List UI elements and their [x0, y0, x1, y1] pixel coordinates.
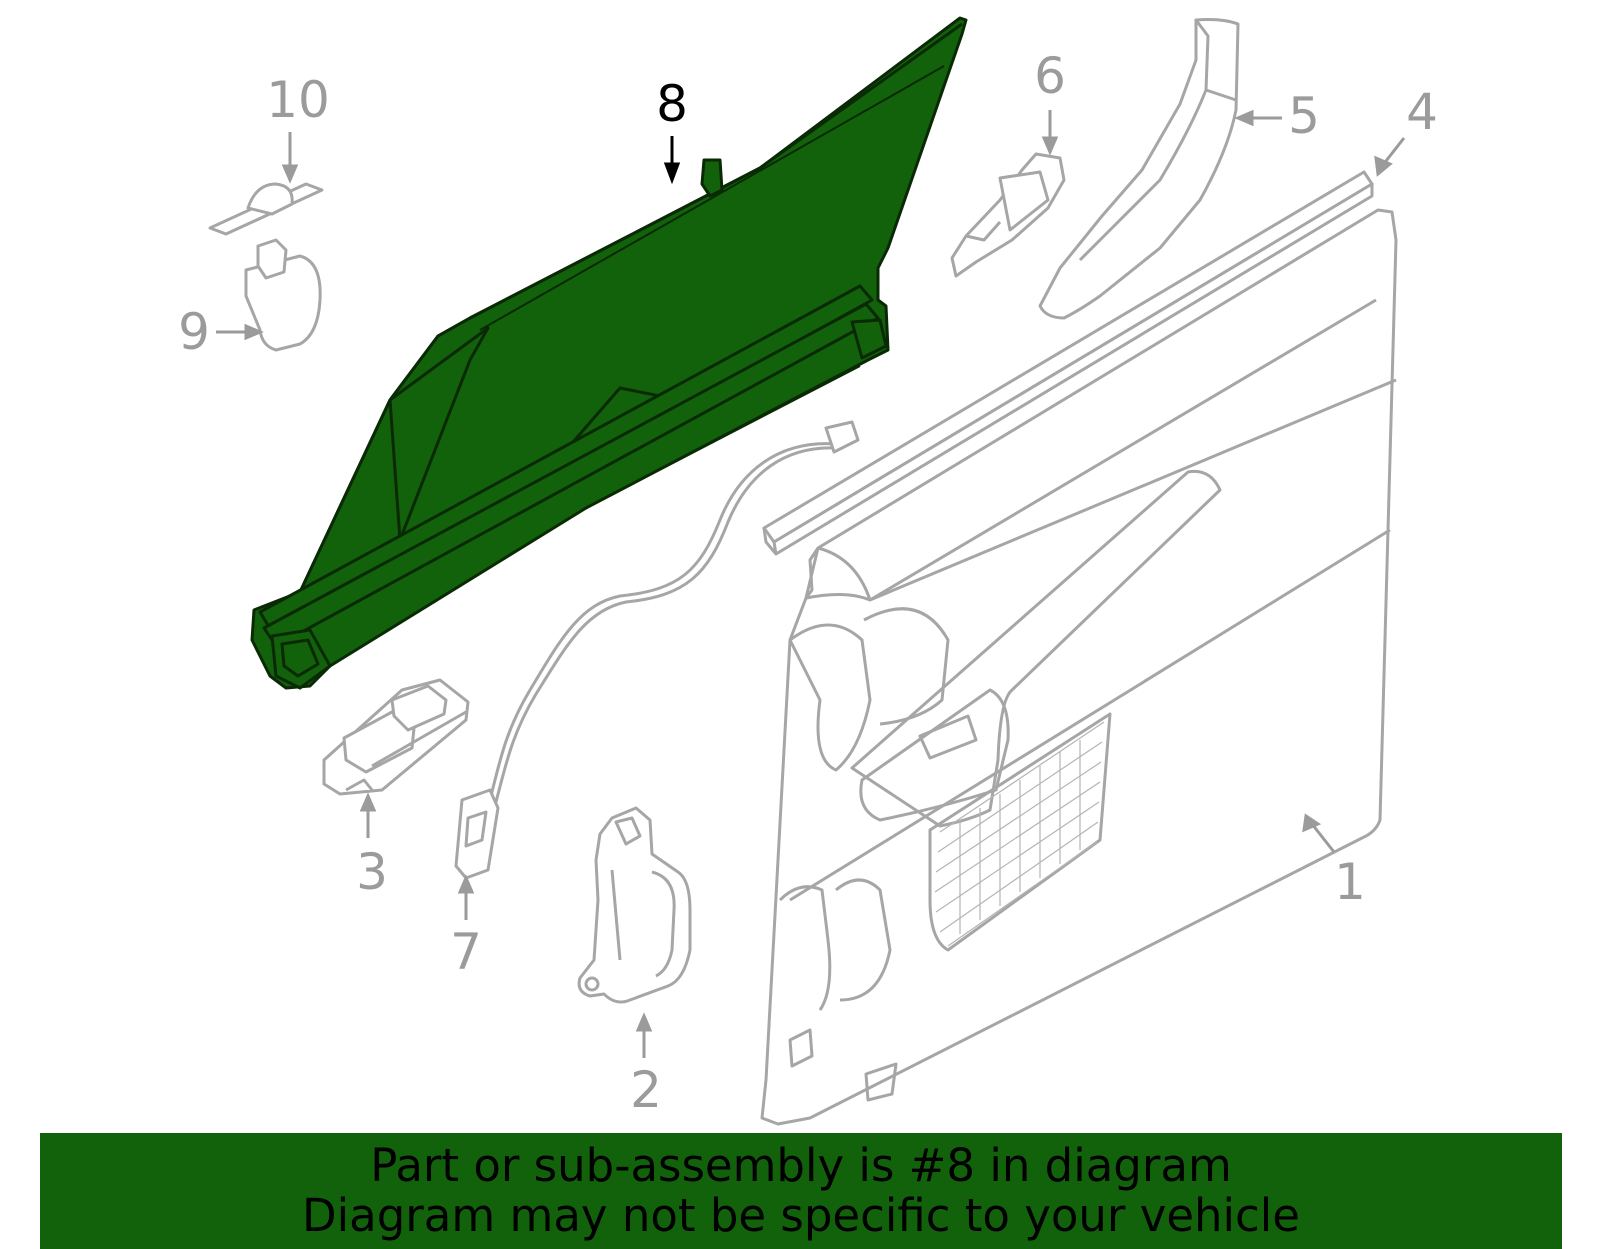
part-4-window-strip[interactable] [762, 170, 1374, 556]
callout-1[interactable]: 1 [1334, 853, 1366, 911]
callout-4[interactable]: 4 [1406, 83, 1438, 141]
callout-2[interactable]: 2 [630, 1061, 662, 1119]
part-2-inside-handle[interactable] [577, 806, 692, 1004]
info-banner: Part or sub-assembly is #8 in diagram Di… [40, 1133, 1562, 1249]
part-1-door-trim-panel[interactable] [760, 208, 1398, 1126]
part-10-cover-plate[interactable] [208, 182, 324, 236]
part-3-window-switch[interactable] [322, 678, 470, 796]
callout-9[interactable]: 9 [178, 303, 210, 361]
banner-line-1: Part or sub-assembly is #8 in diagram [370, 1139, 1232, 1192]
banner-line-2: Diagram may not be specific to your vehi… [302, 1189, 1300, 1242]
callout-10[interactable]: 10 [266, 71, 330, 129]
part-7-harness[interactable] [454, 420, 860, 880]
callout-leaders [216, 109, 1406, 1058]
callout-leader-8 [663, 136, 681, 185]
part-9-knob[interactable] [244, 238, 322, 352]
part-8-sunshade-assembly[interactable] [250, 16, 968, 690]
callout-6[interactable]: 6 [1034, 47, 1066, 105]
callout-7[interactable]: 7 [450, 923, 482, 981]
callout-3[interactable]: 3 [356, 843, 388, 901]
callout-8[interactable]: 8 [656, 75, 688, 133]
door-panel-grille-pattern [934, 721, 1105, 947]
part-6-switch-bezel[interactable] [950, 152, 1066, 278]
callout-5[interactable]: 5 [1288, 87, 1320, 145]
part-5-garnish[interactable] [1038, 18, 1240, 320]
